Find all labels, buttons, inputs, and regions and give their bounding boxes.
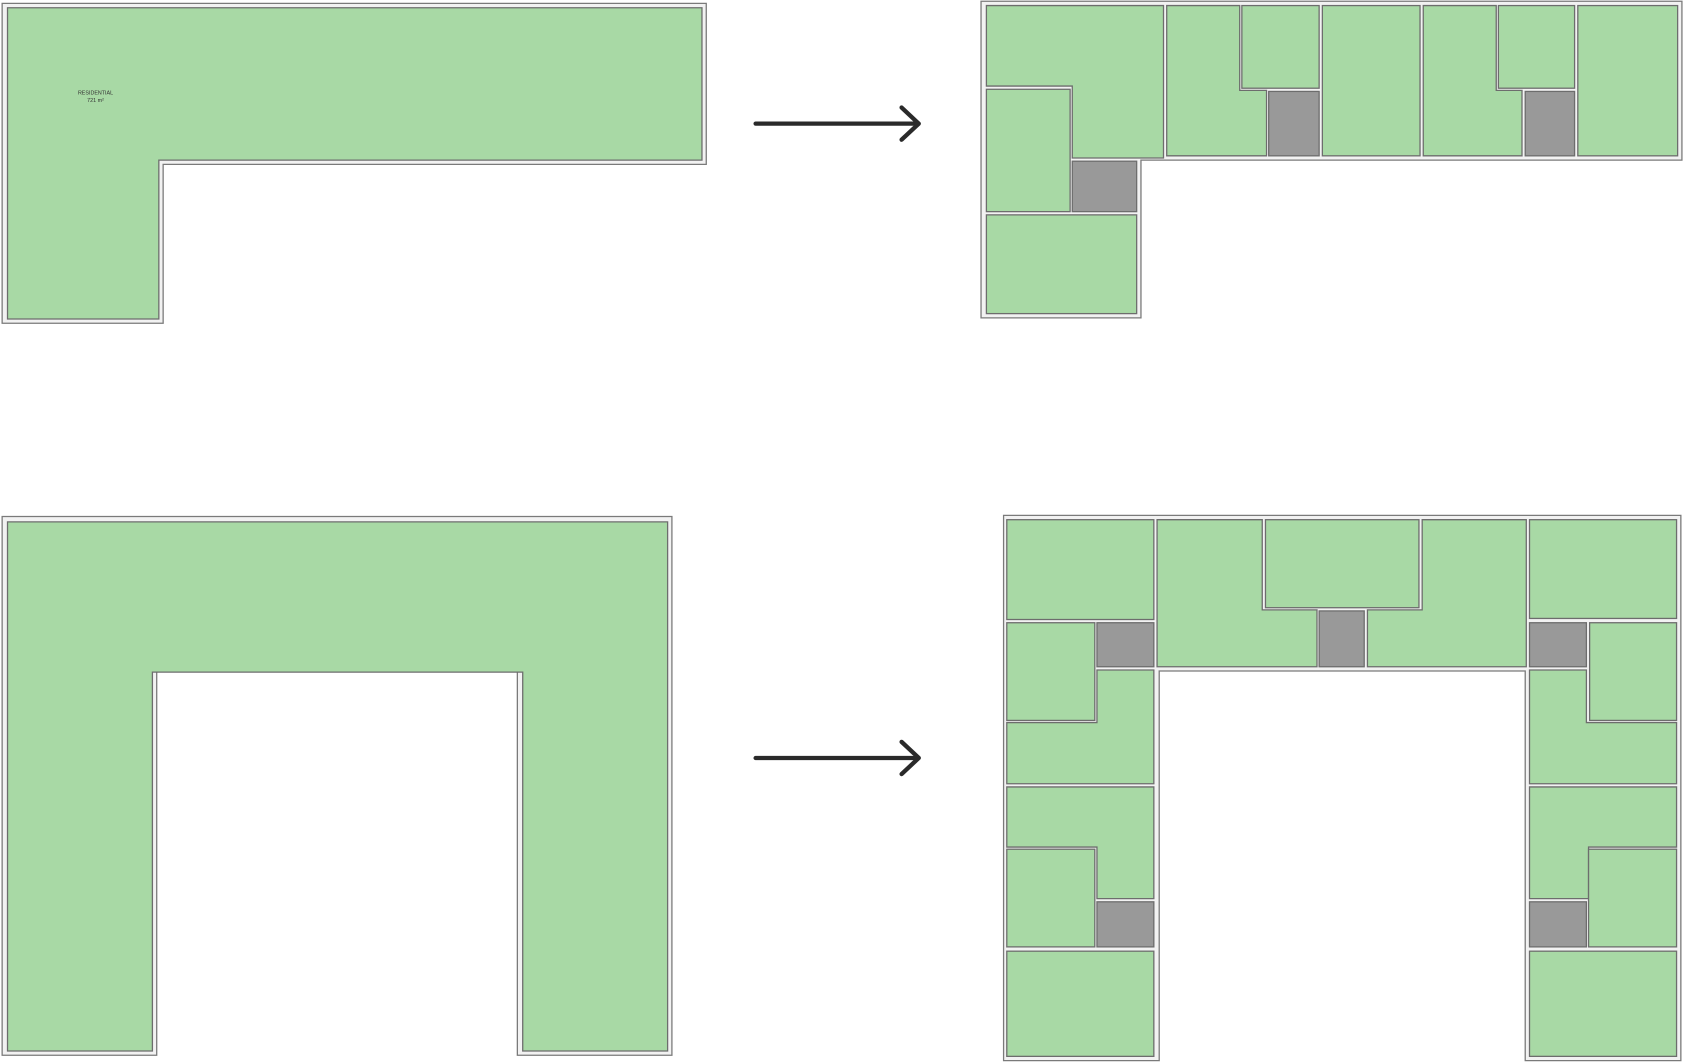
- unit[interactable]: [1006, 848, 1096, 948]
- unit[interactable]: [985, 4, 1165, 159]
- unit[interactable]: [1528, 950, 1678, 1058]
- unit[interactable]: [1006, 669, 1155, 785]
- unit[interactable]: [1241, 4, 1320, 89]
- unit[interactable]: [1497, 4, 1576, 89]
- residential-zone[interactable]: [6, 521, 669, 1052]
- core[interactable]: [1096, 901, 1155, 948]
- unit[interactable]: [985, 88, 1071, 213]
- unit[interactable]: [1264, 519, 1420, 609]
- unit[interactable]: [1156, 519, 1318, 668]
- zone-area: 721 m²: [87, 98, 104, 104]
- unit[interactable]: [1588, 622, 1678, 722]
- core[interactable]: [1071, 160, 1138, 213]
- unit[interactable]: [1321, 4, 1421, 157]
- zone-label: RESIDENTIAL: [78, 91, 113, 97]
- unit[interactable]: [1528, 786, 1678, 900]
- core[interactable]: [1528, 622, 1588, 668]
- unit[interactable]: [1006, 519, 1155, 621]
- unit[interactable]: [985, 214, 1138, 315]
- core[interactable]: [1318, 610, 1365, 668]
- arrow-right-icon: [753, 739, 921, 777]
- u-shape-input-plan: [1, 515, 673, 1056]
- unit[interactable]: [1577, 4, 1679, 157]
- unit[interactable]: [1422, 4, 1523, 157]
- u-shape-output-plan: [1002, 514, 1682, 1062]
- unit[interactable]: [1587, 848, 1678, 948]
- unit[interactable]: [1006, 950, 1155, 1058]
- l-shape-input-plan: RESIDENTIAL 721 m²: [1, 2, 707, 324]
- l-shape-output-plan: [980, 0, 1683, 319]
- core[interactable]: [1268, 90, 1320, 157]
- unit[interactable]: [1528, 669, 1678, 785]
- core[interactable]: [1524, 90, 1576, 157]
- unit[interactable]: [1006, 786, 1155, 900]
- arrow-right-icon: [753, 105, 921, 142]
- unit[interactable]: [1528, 519, 1678, 620]
- unit[interactable]: [1366, 519, 1527, 668]
- residential-zone[interactable]: [6, 7, 703, 320]
- unit[interactable]: [1166, 4, 1268, 157]
- core[interactable]: [1096, 622, 1155, 668]
- unit[interactable]: [1006, 622, 1096, 722]
- core[interactable]: [1528, 901, 1588, 948]
